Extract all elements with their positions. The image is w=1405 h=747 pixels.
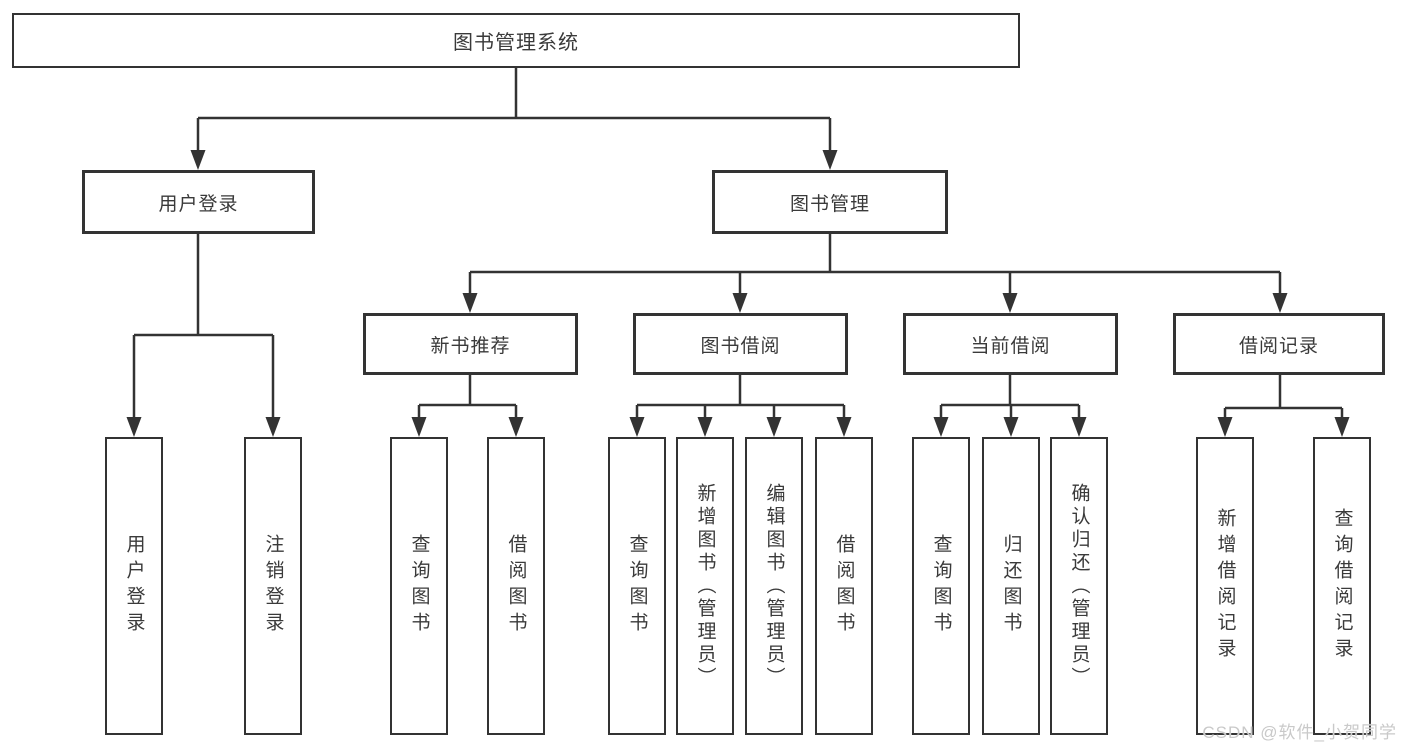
leaf-br-query-record-label: 查询借阅记录 (1331, 508, 1353, 664)
leaf-cb-return-books: 归还图书 (982, 437, 1040, 735)
node-new-book-recommend-label: 新书推荐 (430, 335, 511, 357)
leaf-rec-query-books: 查询图书 (390, 437, 448, 735)
node-root-label: 图书管理系统 (453, 32, 579, 54)
node-root: 图书管理系统 (12, 13, 1020, 68)
leaf-bb-edit-books-admin: 编辑图书（管理员） (745, 437, 803, 735)
csdn-watermark: CSDN @软件_小贺同学 (1202, 723, 1397, 742)
leaf-logout-label: 注销登录 (262, 534, 284, 638)
leaf-logout: 注销登录 (244, 437, 302, 735)
leaf-br-add-record-label: 新增借阅记录 (1214, 508, 1236, 664)
leaf-cb-return-books-label: 归还图书 (1000, 534, 1022, 638)
leaf-br-query-record: 查询借阅记录 (1313, 437, 1371, 735)
node-borrow-records-label: 借阅记录 (1238, 335, 1319, 357)
node-borrow-records: 借阅记录 (1173, 313, 1385, 375)
node-user-login-label: 用户登录 (158, 193, 239, 215)
leaf-bb-edit-books-admin-label: 编辑图书（管理员） (763, 482, 785, 690)
leaf-user-login: 用户登录 (105, 437, 163, 735)
node-book-management-label: 图书管理 (789, 193, 870, 215)
leaf-rec-borrow-books-label: 借阅图书 (505, 534, 527, 638)
leaf-bb-add-books-admin: 新增图书（管理员） (676, 437, 734, 735)
leaf-cb-confirm-return-admin-label: 确认归还（管理员） (1068, 482, 1090, 690)
leaf-cb-query-books-label: 查询图书 (930, 534, 952, 638)
leaf-bb-query-books-label: 查询图书 (626, 534, 648, 638)
node-current-borrow: 当前借阅 (903, 313, 1118, 375)
leaf-cb-confirm-return-admin: 确认归还（管理员） (1050, 437, 1108, 735)
leaf-bb-borrow-books: 借阅图书 (815, 437, 873, 735)
leaf-user-login-label: 用户登录 (123, 534, 145, 638)
leaf-rec-borrow-books: 借阅图书 (487, 437, 545, 735)
leaf-rec-query-books-label: 查询图书 (408, 534, 430, 638)
node-user-login: 用户登录 (82, 170, 315, 234)
leaf-br-add-record: 新增借阅记录 (1196, 437, 1254, 735)
leaf-bb-add-books-admin-label: 新增图书（管理员） (694, 482, 716, 690)
leaf-cb-query-books: 查询图书 (912, 437, 970, 735)
leaf-bb-query-books: 查询图书 (608, 437, 666, 735)
node-book-borrow-label: 图书借阅 (700, 335, 781, 357)
node-book-borrow: 图书借阅 (633, 313, 848, 375)
node-new-book-recommend: 新书推荐 (363, 313, 578, 375)
leaf-bb-borrow-books-label: 借阅图书 (833, 534, 855, 638)
node-book-management: 图书管理 (712, 170, 948, 234)
node-current-borrow-label: 当前借阅 (970, 335, 1051, 357)
